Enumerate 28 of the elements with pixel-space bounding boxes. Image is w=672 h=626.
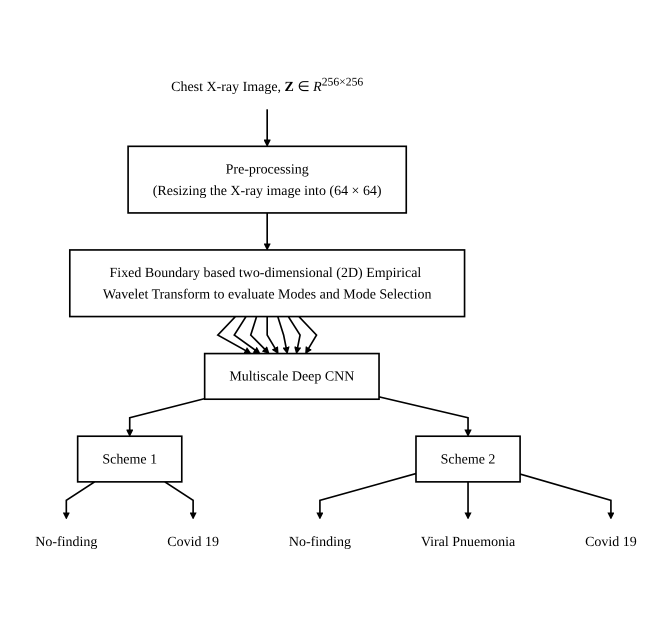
node-box — [127, 146, 408, 214]
arrow — [62, 481, 96, 520]
node-text: Chest X-ray Image, Z ∈ R$^{256×256}$ — [171, 75, 364, 94]
arrow — [316, 472, 416, 520]
node-box — [415, 435, 521, 483]
node-box — [68, 249, 466, 318]
arrow — [520, 473, 615, 520]
node-text: No-finding — [35, 534, 98, 550]
arrow — [264, 109, 271, 147]
arrow — [288, 316, 302, 354]
node-text: Viral Pnuemonia — [420, 534, 516, 550]
arrow — [233, 316, 260, 354]
arrow — [126, 398, 205, 437]
arrow — [464, 482, 472, 520]
node-text: Covid 19 — [585, 534, 637, 550]
arrow — [216, 316, 252, 354]
arrow — [298, 316, 318, 354]
arrow — [378, 396, 472, 437]
node-box — [204, 352, 380, 400]
node-text: No-finding — [288, 534, 351, 550]
arrow — [266, 316, 279, 354]
flowchart: Chest X-ray Image, Z ∈ R$^{256×256}$ Pre-processing (Resizing the X-ray image into (64 × 64) Fixed Boundary based two-dimensional (2D) Empirical Wavelet Transform to evaluate Modes and Mode Selection Multiscale Deep CNN Scheme 1 Scheme 2 No-finding Covid 19 No-finding Viral Pnuemonia Covid 19 — [4, 4, 668, 622]
node-text: Covid 19 — [167, 534, 219, 550]
arrow — [164, 481, 197, 520]
node-box — [76, 435, 183, 483]
arrow — [276, 316, 290, 354]
arrow — [264, 212, 271, 250]
arrow — [250, 316, 270, 354]
